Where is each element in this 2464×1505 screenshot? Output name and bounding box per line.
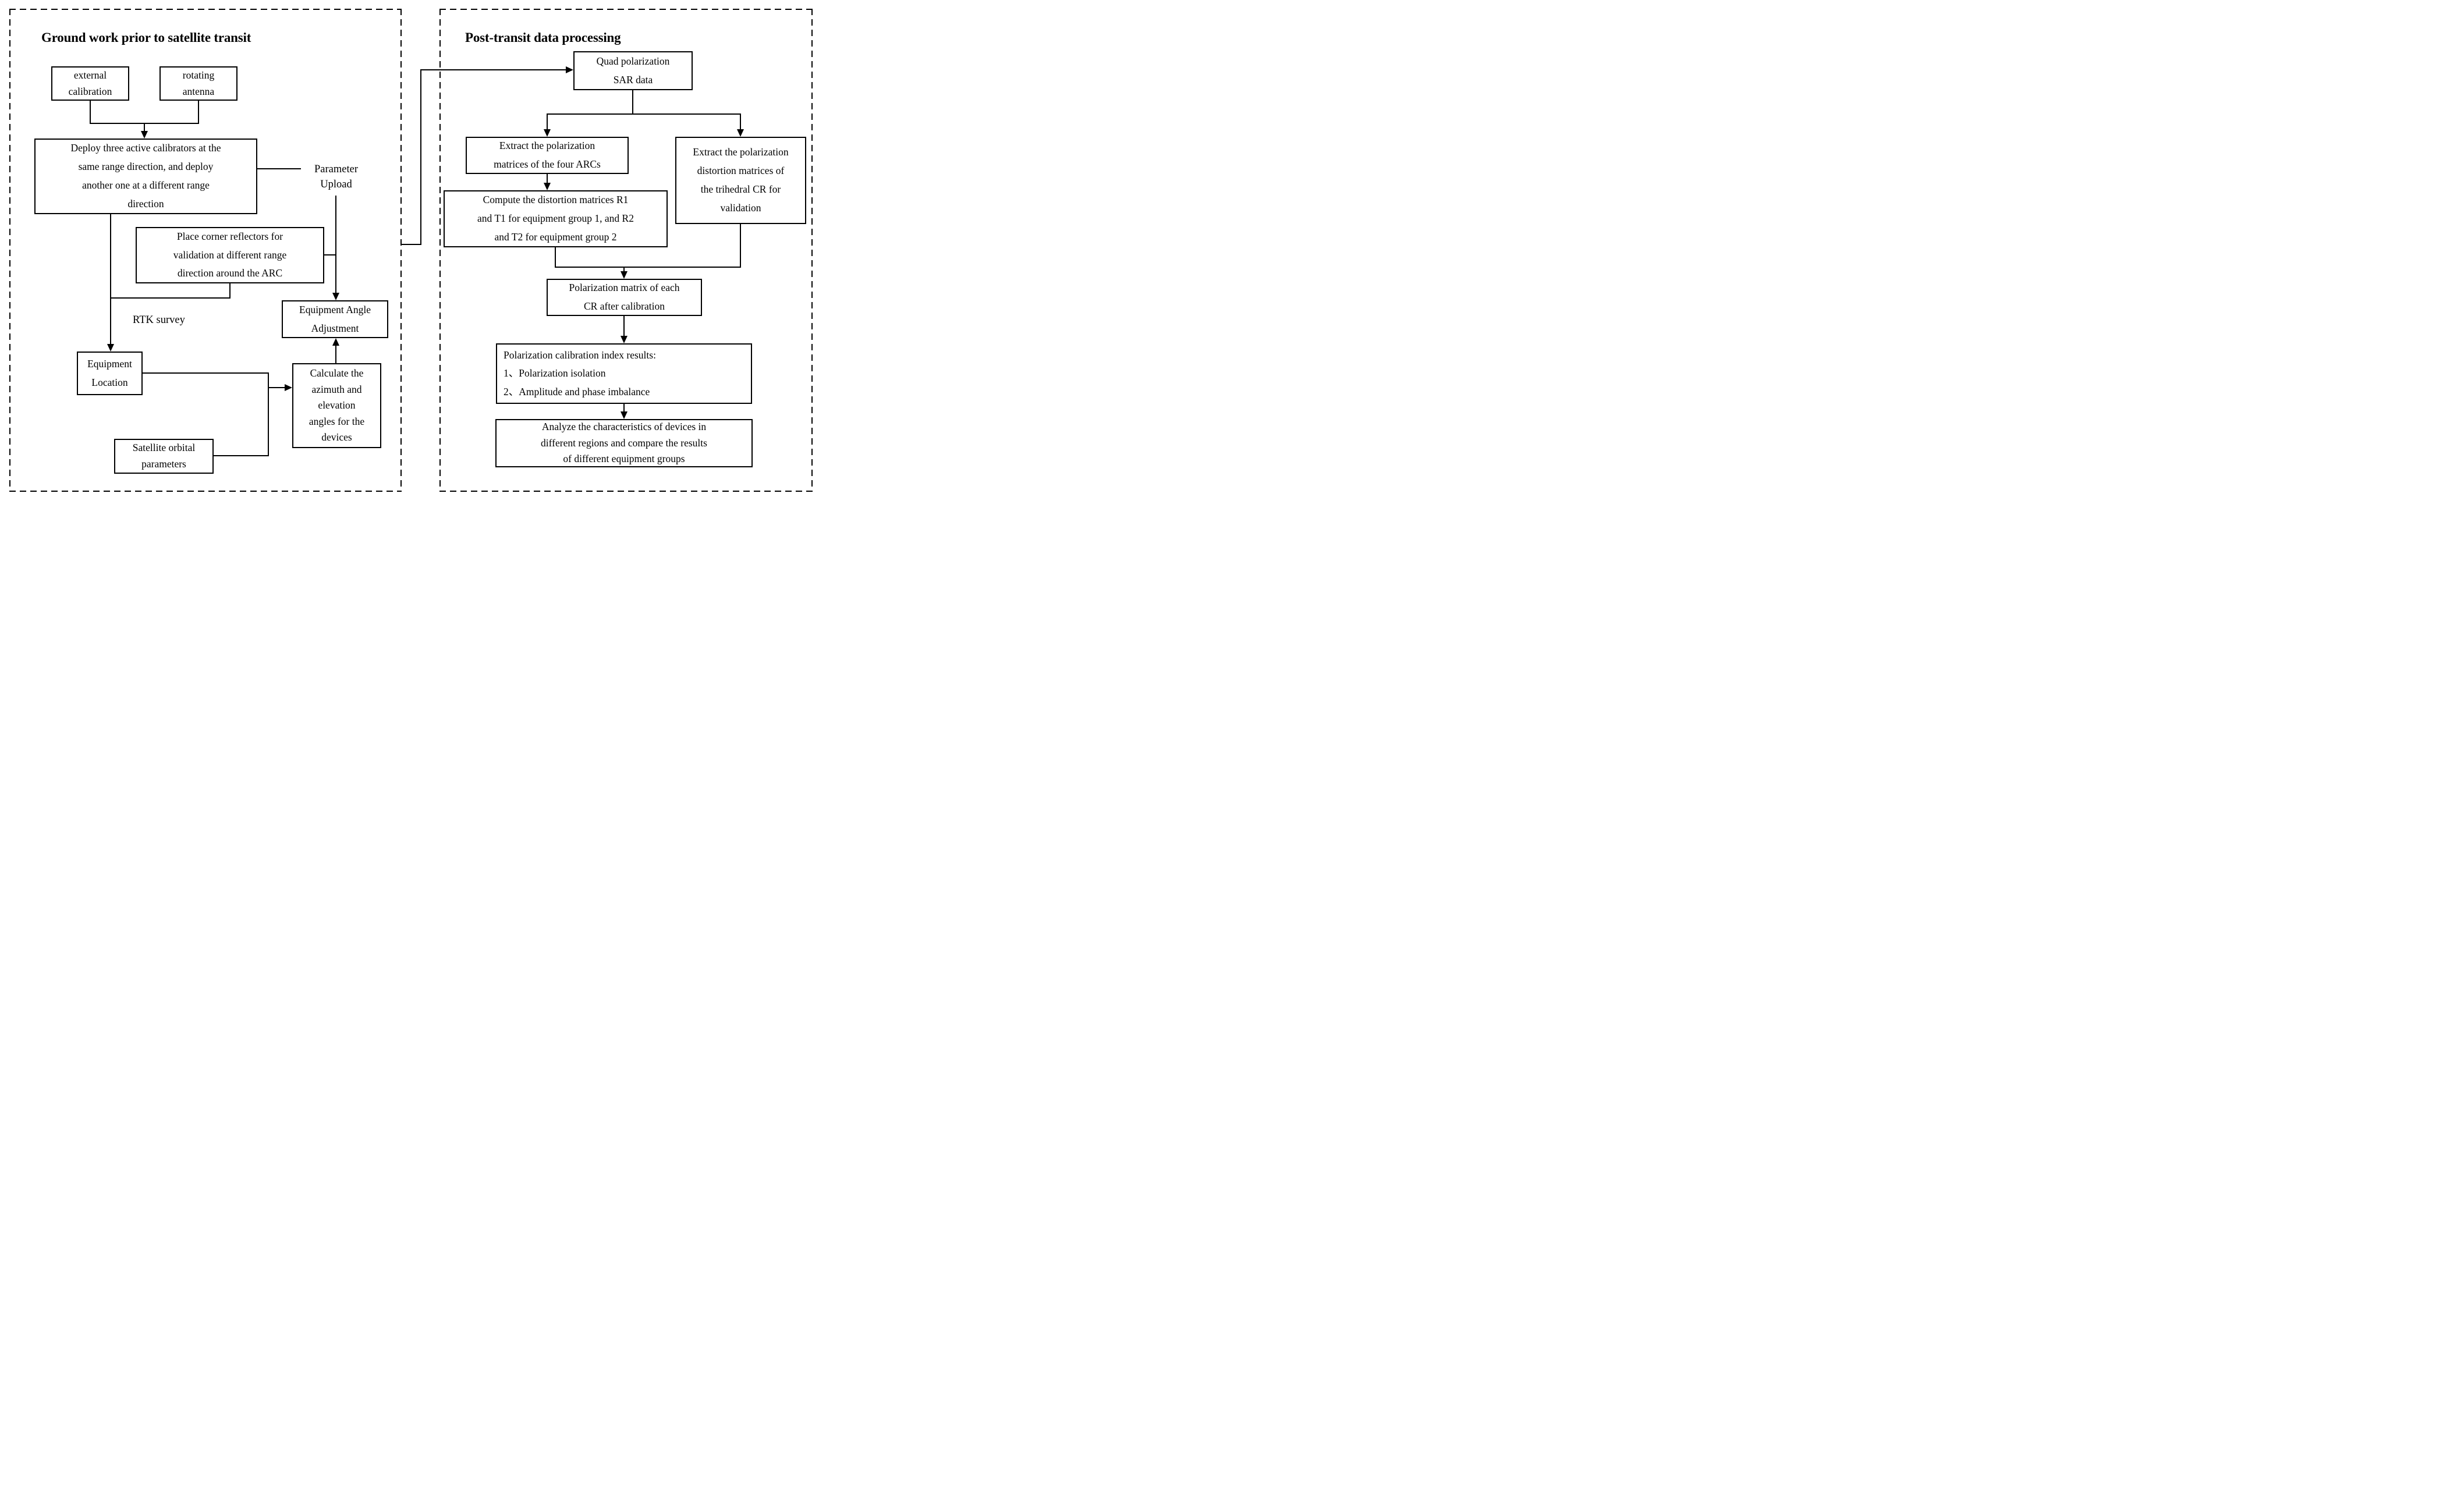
connector-panel-exit (400, 244, 421, 245)
connector-extcal-down (90, 101, 91, 124)
arrowhead-into-compute (544, 183, 551, 190)
arrowhead-into-angle-adjustment-bottom (332, 338, 339, 346)
box-equipment-location: Equipment Location (77, 352, 143, 395)
arrowhead-into-equipment-location (107, 344, 114, 352)
box-extract-trihedral-matrices: Extract the polarization distortion matr… (675, 137, 806, 224)
connector-trihedral-down (740, 224, 741, 268)
box-quad-sar-data: Quad polarization SAR data (573, 51, 693, 90)
arrowhead-into-extract-arcs (544, 129, 551, 137)
connector-deploy-to-parameter-upload (257, 168, 301, 169)
left-panel-border-right (400, 9, 402, 492)
connector-rotant-down (198, 101, 199, 124)
box-deploy-calibrators: Deploy three active calibrators at the s… (34, 139, 257, 214)
connector-merge2-horizontal (555, 267, 741, 268)
box-polarization-matrix-cr: Polarization matrix of each CR after cal… (547, 279, 702, 316)
box-compute-distortion: Compute the distortion matrices R1 and T… (444, 190, 668, 247)
connector-calculate-up (335, 345, 336, 363)
connector-inputs-vertical (268, 372, 269, 456)
box-equipment-angle-adjustment: Equipment Angle Adjustment (282, 300, 388, 338)
right-panel-border-left (439, 9, 441, 492)
box-place-corner-reflectors: Place corner reflectors for validation a… (136, 227, 324, 283)
connector-parameter-upload-down (335, 196, 336, 294)
connector-satellite-right (214, 455, 269, 456)
connector-location-right (143, 372, 269, 374)
connector-split-left-drop (547, 113, 548, 131)
connector-split-right-drop (740, 113, 741, 131)
arrowhead-into-calculate (285, 384, 292, 391)
right-panel-border-top (439, 9, 813, 10)
arrowhead-into-angle-adjustment (332, 293, 339, 300)
connector-index-to-analyze (623, 404, 625, 413)
label-parameter-upload: Parameter Upload (314, 164, 358, 190)
arrowhead-into-polarization-matrix (621, 271, 627, 279)
arrowhead-into-analyze (621, 411, 627, 419)
connector-merge2-drop (623, 267, 625, 272)
arrowhead-into-quad (566, 66, 573, 73)
arrowhead-into-extract-trihedral (737, 129, 744, 137)
left-panel-border-top (9, 9, 402, 10)
connector-split-horizontal (547, 113, 741, 115)
connector-quad-down (632, 90, 633, 115)
connector-placecr-down (229, 283, 231, 299)
box-rotating-antenna: rotating antenna (159, 66, 237, 101)
connector-pm-to-index (623, 316, 625, 337)
arrowhead-into-deploy (141, 131, 148, 139)
right-panel-border-right (811, 9, 813, 492)
connector-placecr-right-stub (324, 254, 336, 255)
right-panel-border-bottom (439, 491, 813, 492)
box-external-calibration: external calibration (51, 66, 129, 101)
box-calculate-angles: Calculate the azimuth and elevation angl… (292, 363, 381, 448)
left-panel-title: Ground work prior to satellite transit (41, 30, 251, 45)
right-panel-title: Post-transit data processing (465, 30, 621, 45)
connector-into-quad (420, 69, 567, 70)
box-analyze-characteristics: Analyze the characteristics of devices i… (495, 419, 753, 467)
connector-placecr-elbow (110, 297, 231, 299)
connector-merge-drop (144, 123, 145, 132)
arrowhead-into-index-results (621, 336, 627, 343)
box-extract-arc-matrices: Extract the polarization matrices of the… (466, 137, 629, 174)
connector-compute-down (555, 247, 556, 268)
left-panel-border-bottom (9, 491, 402, 492)
left-panel-border-left (9, 9, 10, 492)
connector-into-calculate (268, 387, 286, 388)
box-satellite-orbital-parameters: Satellite orbital parameters (114, 439, 214, 474)
box-calibration-index-results: Polarization calibration index results: … (496, 343, 752, 404)
flowchart-canvas: Ground work prior to satellite transit P… (0, 0, 821, 502)
connector-arcs-to-compute (547, 174, 548, 184)
connector-panel-rise (420, 69, 421, 245)
label-rtk-survey: RTK survey (133, 314, 185, 326)
connector-deploy-to-location (110, 214, 111, 345)
